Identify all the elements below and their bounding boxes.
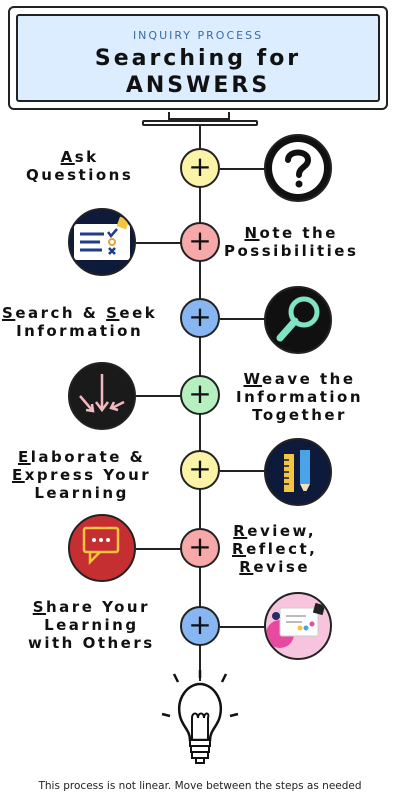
step-2-plus-node: + <box>180 222 220 262</box>
checklist-icon <box>68 208 136 276</box>
ruler-pencil-icon <box>264 438 332 506</box>
monitor-stand <box>142 120 258 126</box>
step-2-label: Note the Possibilities <box>224 224 359 260</box>
connector-5 <box>220 470 266 472</box>
connector-7 <box>220 626 266 628</box>
header-kicker: INQUIRY PROCESS <box>132 29 264 42</box>
question-mark-icon <box>264 134 332 202</box>
step-3-plus-node: + <box>180 298 220 338</box>
step-7-label: Share Your Learning with Others <box>28 598 155 652</box>
monitor-neck <box>168 112 230 120</box>
lightbulb-icon <box>140 668 260 772</box>
connector-2 <box>136 242 182 244</box>
step-1-plus-node: + <box>180 148 220 188</box>
chat-bubble-icon <box>68 514 136 582</box>
step-3-label: Search & Seek Information <box>2 304 158 340</box>
footer-note: This process is not linear. Move between… <box>38 780 362 792</box>
title-line-2: ANSWERS <box>125 73 271 98</box>
monitor-frame: INQUIRY PROCESS Searching for ANSWERS <box>8 6 388 110</box>
step-6-plus-node: + <box>180 528 220 568</box>
step-1-label: Ask Questions <box>26 148 134 184</box>
magnifier-icon <box>264 286 332 354</box>
connector-3 <box>220 318 266 320</box>
connector-6 <box>136 548 182 550</box>
connector-4 <box>136 395 182 397</box>
connector-1 <box>220 168 266 170</box>
step-5-plus-node: + <box>180 450 220 490</box>
step-5-label: Elaborate & Express Your Learning <box>12 448 152 502</box>
monitor-screen: INQUIRY PROCESS Searching for ANSWERS <box>16 14 380 102</box>
presentation-icon <box>264 592 332 660</box>
step-4-plus-node: + <box>180 375 220 415</box>
converging-arrows-icon <box>68 362 136 430</box>
title-line-1: Searching for <box>94 46 302 71</box>
step-6-label: Review, Reflect, Revise <box>232 522 318 576</box>
step-7-plus-node: + <box>180 606 220 646</box>
step-4-label: Weave the Information Together <box>236 370 364 424</box>
